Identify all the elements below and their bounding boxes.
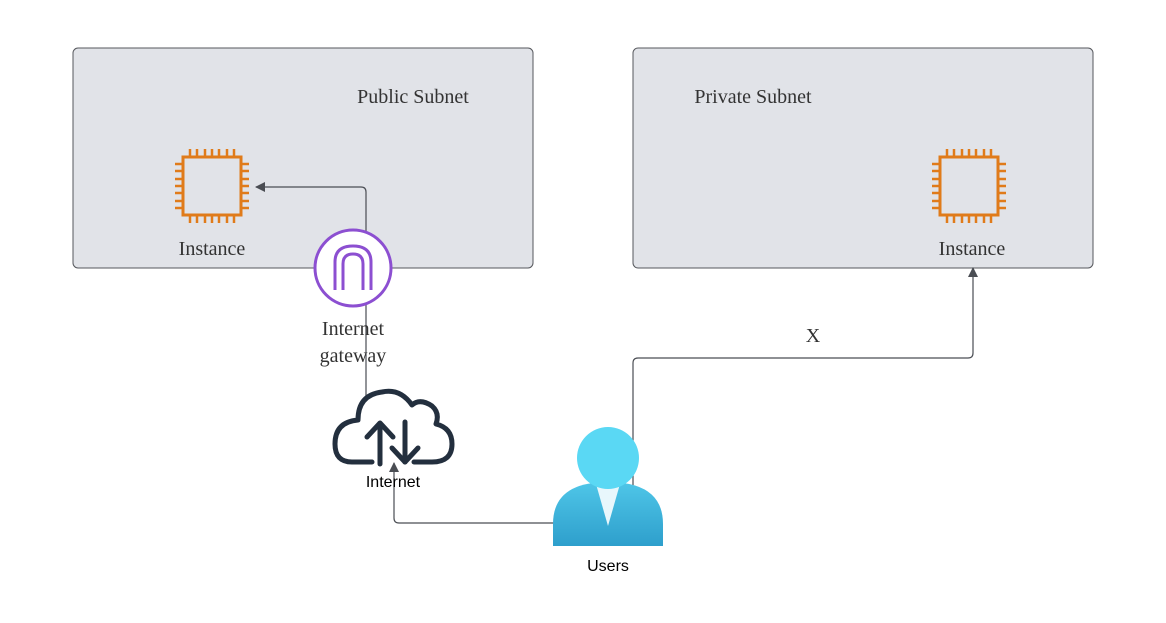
public-instance-label: Instance: [179, 238, 246, 260]
private-subnet-label: Private Subnet: [694, 86, 812, 108]
private-instance-label: Instance: [939, 238, 1006, 260]
edge-users-to-internet[interactable]: [389, 462, 556, 524]
user-icon: [553, 427, 663, 546]
edge-blocked-label: X: [806, 325, 821, 347]
internet-gateway[interactable]: Internet gateway: [313, 228, 393, 367]
private-subnet[interactable]: Private Subnet: [632, 47, 1094, 269]
internet-gateway-label-line2: gateway: [320, 345, 387, 367]
ec2-instance-chip-icon: [932, 149, 1006, 223]
public-subnet-label: Public Subnet: [357, 86, 469, 108]
internet-gateway-icon: [313, 228, 393, 308]
public-subnet[interactable]: Public Subnet: [72, 47, 534, 269]
internet[interactable]: Internet: [332, 388, 455, 491]
internet-label: Internet: [366, 474, 421, 491]
private-instance[interactable]: Instance: [932, 149, 1006, 260]
edge-users-to-private-instance[interactable]: [632, 267, 978, 490]
users[interactable]: Users: [553, 427, 663, 575]
cloud-upload-download-icon: [332, 388, 455, 467]
users-label: Users: [587, 558, 629, 575]
internet-gateway-label-line1: Internet: [322, 318, 385, 340]
ec2-instance-chip-icon: [175, 149, 249, 223]
public-instance[interactable]: Instance: [175, 149, 249, 260]
edge-internet-to-public-instance[interactable]: [255, 182, 367, 420]
